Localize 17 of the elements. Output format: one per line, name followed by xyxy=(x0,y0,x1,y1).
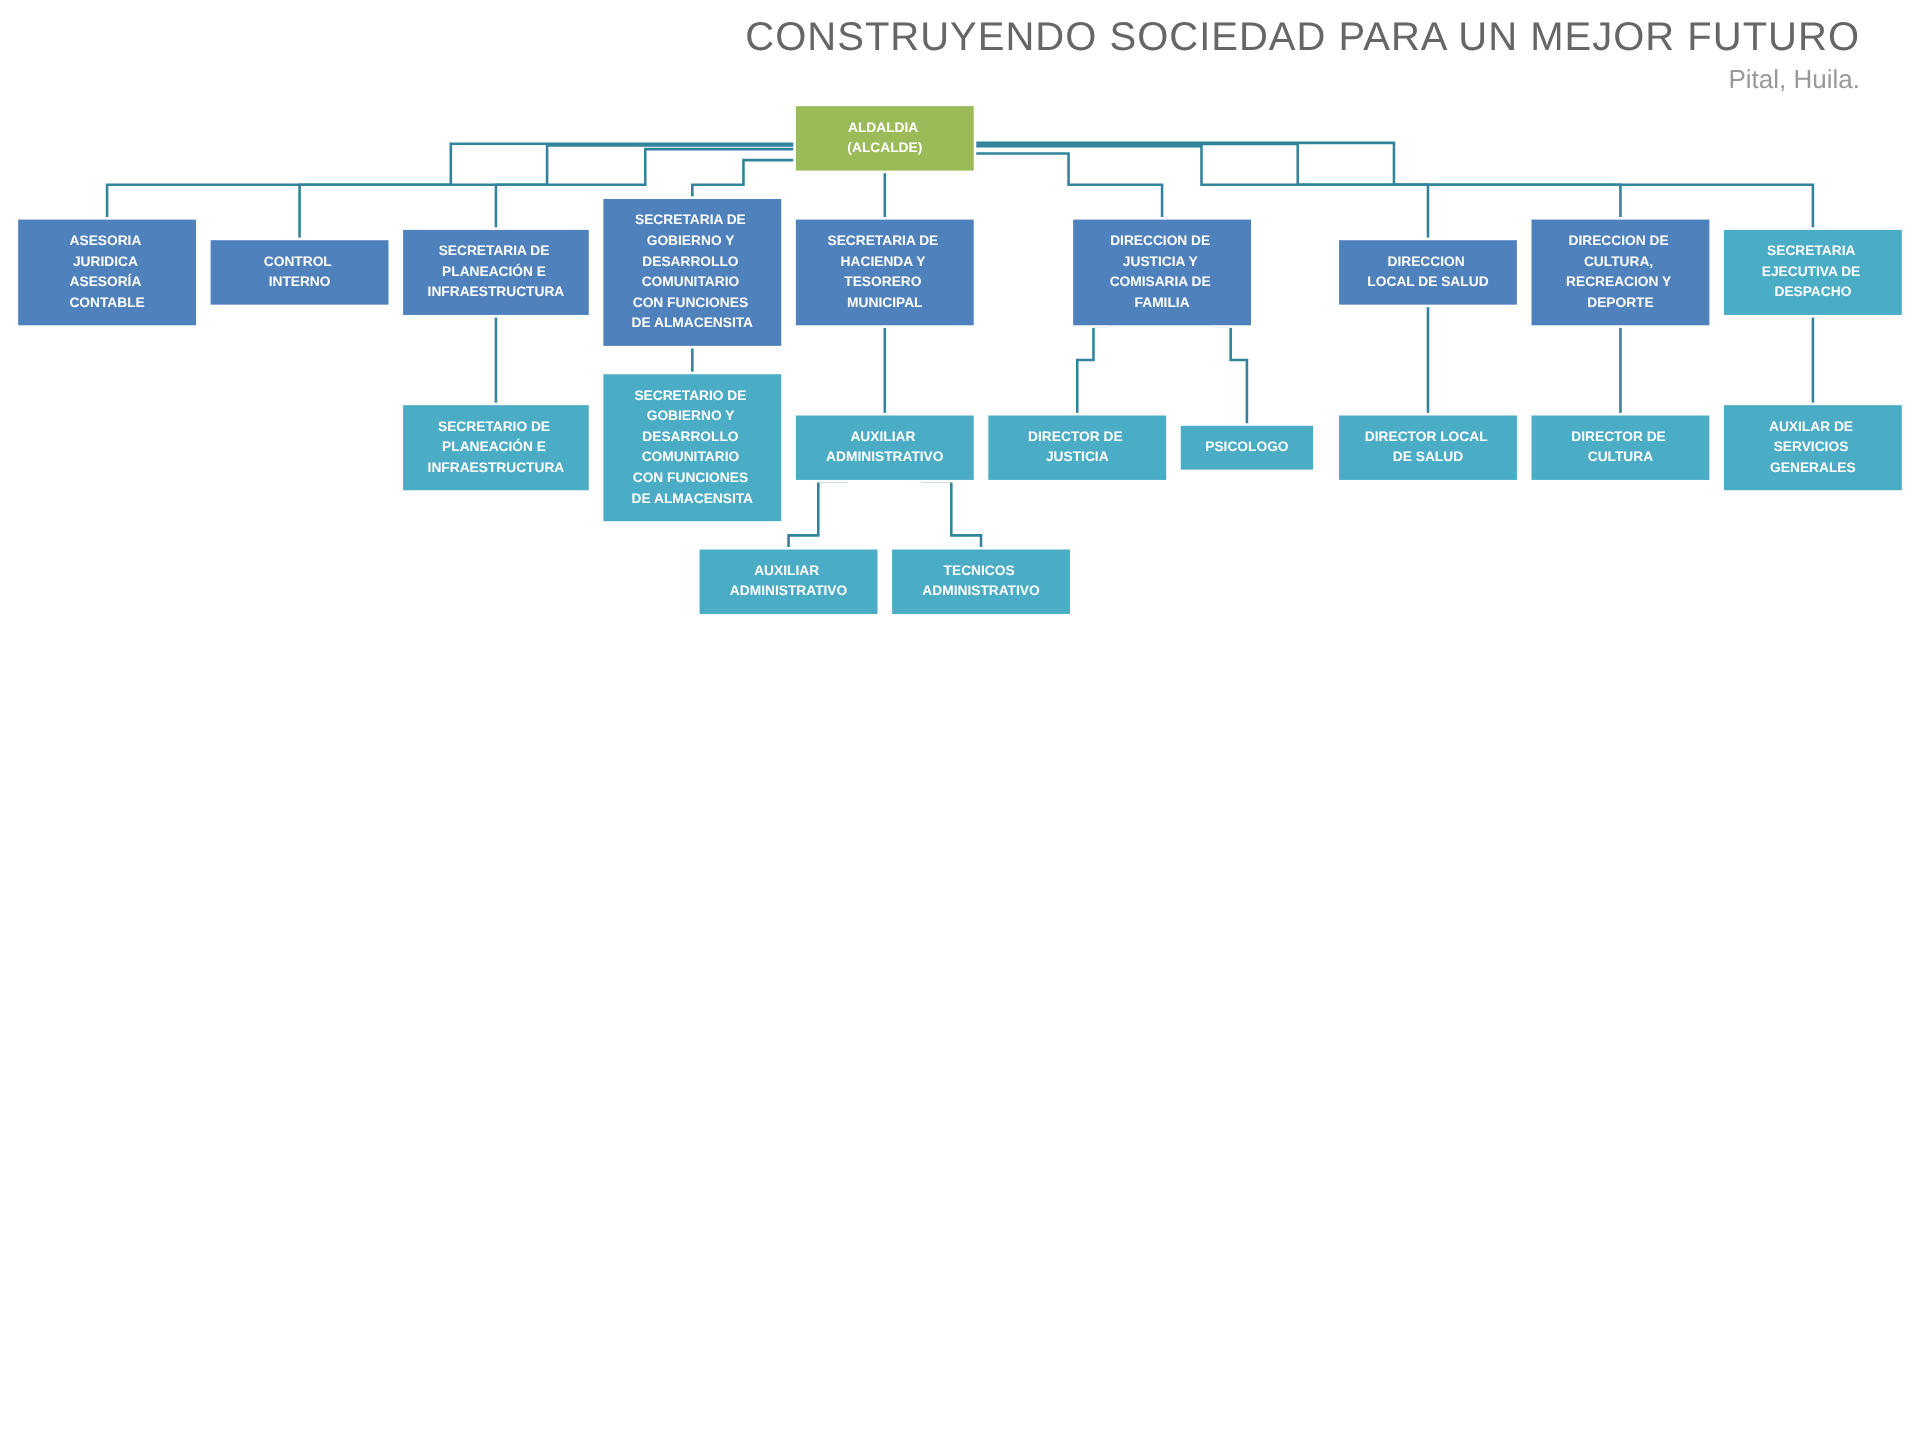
connector xyxy=(975,144,1430,241)
connector xyxy=(883,170,887,220)
connector xyxy=(975,142,1622,220)
connector xyxy=(1426,304,1430,416)
connector xyxy=(975,141,1815,230)
connector xyxy=(298,144,795,241)
connector xyxy=(691,158,795,199)
connector xyxy=(883,325,887,416)
connector xyxy=(1811,314,1815,406)
place-label: Pital, Huila. xyxy=(1728,64,1860,94)
connector xyxy=(975,152,1164,220)
connector xyxy=(691,345,694,375)
connector xyxy=(105,142,795,220)
title: CONSTRUYENDO SOCIEDAD PARA UN MEJOR FUTURO xyxy=(745,16,1860,62)
connector xyxy=(494,314,498,406)
connector xyxy=(1619,325,1622,416)
connector xyxy=(494,147,795,230)
